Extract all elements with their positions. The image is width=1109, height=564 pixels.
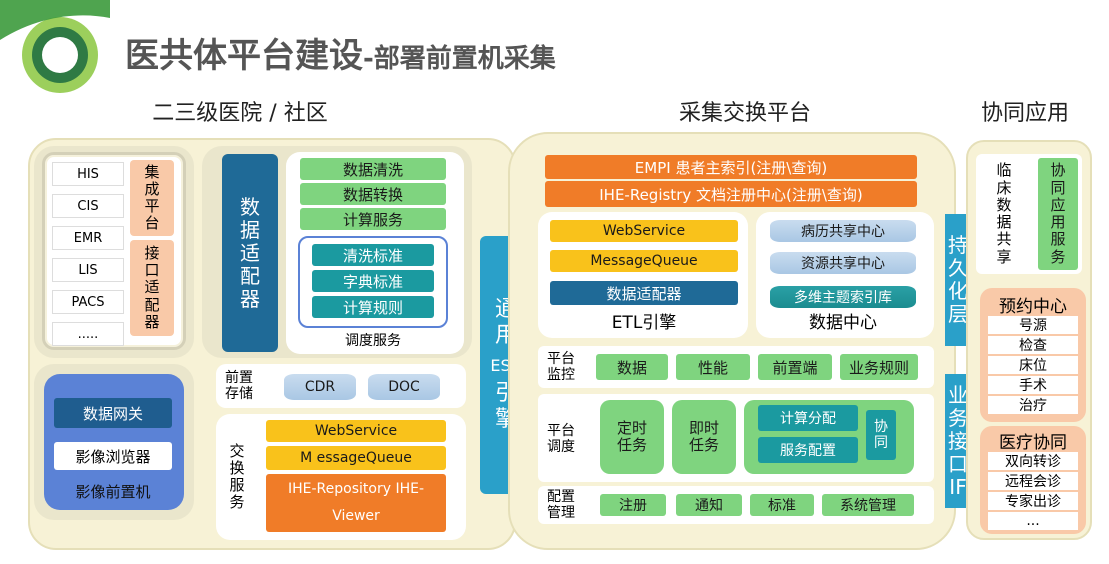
image-frontend: 影像前置机: [75, 482, 151, 501]
data-adapter: 数据适配器: [222, 154, 278, 352]
empi[interactable]: EMPI 患者主索引(注册\查询): [545, 155, 917, 179]
system-item[interactable]: LIS: [52, 258, 124, 282]
monitor-item[interactable]: 数据: [596, 354, 668, 380]
column-heading-collab: 协同应用: [980, 101, 1069, 126]
interface-adapter: 接口适配器: [130, 240, 174, 336]
schedule-label: 平台调度: [547, 422, 575, 455]
task-item[interactable]: 数据转换: [300, 183, 446, 205]
system-item[interactable]: HIS: [52, 162, 124, 186]
task-item[interactable]: 计算服务: [300, 208, 446, 230]
monitor-item[interactable]: 业务规则: [840, 354, 918, 380]
logo: [0, 0, 110, 110]
title-main: 医共体平台建设: [125, 36, 363, 76]
column-heading-hospital: 二三级医院 / 社区: [152, 101, 328, 126]
appointment-item[interactable]: 床位: [988, 356, 1078, 374]
data-gateway[interactable]: 数据网关: [54, 398, 172, 428]
collab-service[interactable]: 协同应用服务: [1038, 158, 1078, 270]
exchange-ihe[interactable]: IHE-Repository IHE-Viewer: [266, 474, 446, 532]
medical-item[interactable]: 双向转诊: [988, 452, 1078, 470]
system-item[interactable]: CIS: [52, 194, 124, 218]
dc-item[interactable]: 病历共享中心: [770, 220, 916, 242]
system-item[interactable]: PACS: [52, 290, 124, 314]
exchange-webservice[interactable]: WebService: [266, 420, 446, 442]
medical-collab-list: 双向转诊 远程会诊 专家出诊 ...: [988, 452, 1078, 530]
dc-item[interactable]: 资源共享中心: [770, 252, 916, 274]
integration-platform: 集成平台: [130, 160, 174, 236]
ihe-registry[interactable]: IHE-Registry 文档注册中心(注册\查询): [545, 181, 917, 207]
appointment-item[interactable]: 治疗: [988, 396, 1078, 414]
systems-list: HIS CIS EMR LIS PACS .....: [52, 162, 124, 346]
appointment-item[interactable]: 号源: [988, 316, 1078, 334]
config-item[interactable]: 注册: [600, 494, 666, 516]
calc-distribution[interactable]: 计算分配: [758, 405, 858, 431]
etl-adapter[interactable]: 数据适配器: [550, 281, 738, 305]
rule-item[interactable]: 字典标准: [312, 270, 434, 292]
system-item: .....: [52, 322, 124, 346]
page-title: 医共体平台建设 -部署前置机采集: [125, 28, 556, 78]
medical-item[interactable]: 专家出诊: [988, 492, 1078, 510]
storage-doc[interactable]: DOC: [368, 374, 440, 400]
task-item[interactable]: 数据清洗: [300, 158, 446, 180]
etl-label: ETL引擎: [611, 312, 677, 333]
appointment-list: 号源 检查 床位 手术 治疗: [988, 316, 1078, 414]
config-item[interactable]: 标准: [750, 494, 814, 516]
schedule-instant[interactable]: 即时任务: [672, 400, 736, 474]
medical-collab-title: 医疗协同: [999, 432, 1067, 453]
clinical-data-share: 临床数据共享: [996, 161, 1012, 266]
system-item[interactable]: EMR: [52, 226, 124, 250]
exchange-label: 交换服务: [229, 441, 245, 512]
rule-item[interactable]: 清洗标准: [312, 244, 434, 266]
rules-frame: [298, 236, 448, 328]
column-heading-exchange: 采集交换平台: [678, 101, 811, 126]
monitor-item[interactable]: 性能: [676, 354, 750, 380]
config-item[interactable]: 系统管理: [822, 494, 914, 516]
etl-webservice[interactable]: WebService: [550, 220, 738, 242]
service-config[interactable]: 服务配置: [758, 437, 858, 463]
etl-messagequeue[interactable]: MessageQueue: [550, 250, 738, 272]
image-browser[interactable]: 影像浏览器: [54, 442, 172, 470]
monitor-item[interactable]: 前置端: [758, 354, 832, 380]
config-label: 配置管理: [547, 488, 575, 521]
config-item[interactable]: 通知: [676, 494, 742, 516]
storage-label: 前置存储: [225, 369, 253, 402]
scheduler-label: 调度服务: [345, 333, 401, 349]
exchange-messagequeue[interactable]: M essageQueue: [266, 446, 446, 470]
coop[interactable]: 协同: [866, 410, 896, 460]
schedule-timed[interactable]: 定时任务: [600, 400, 664, 474]
monitor-label: 平台监控: [547, 350, 575, 383]
dc-item[interactable]: 多维主题索引库: [770, 286, 916, 308]
title-sub: -部署前置机采集: [363, 44, 556, 74]
medical-item: ...: [988, 512, 1078, 530]
appointment-item[interactable]: 手术: [988, 376, 1078, 394]
appointment-item[interactable]: 检查: [988, 336, 1078, 354]
rule-item[interactable]: 计算规则: [312, 296, 434, 318]
dc-label: 数据中心: [809, 312, 877, 333]
medical-item[interactable]: 远程会诊: [988, 472, 1078, 490]
storage-cdr[interactable]: CDR: [284, 374, 356, 400]
appointment-title: 预约中心: [999, 296, 1067, 317]
